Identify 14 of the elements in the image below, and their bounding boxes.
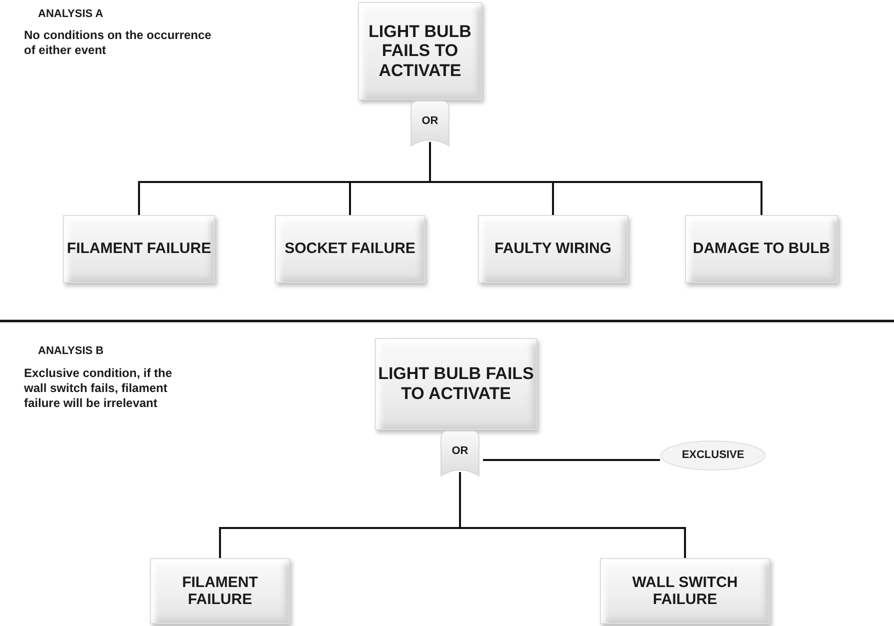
event-box: WALL SWITCH FAILURE (600, 558, 770, 624)
analysis-heading: ANALYSIS B (38, 345, 105, 359)
event-box: SOCKET FAILURE (275, 215, 425, 283)
analysis-heading: ANALYSIS A (38, 8, 104, 22)
event-box: DAMAGE TO BULB (685, 215, 838, 283)
analysis-note: Exclusive condition, if the wall switch fails, filament failure will be irrelevant (24, 366, 174, 411)
event-box: FILAMENT FAILURE (150, 558, 290, 624)
connector-line (483, 459, 660, 461)
analysis-note: No conditions on the occurrence of either event (24, 28, 212, 58)
event-box: FAULTY WIRING (478, 215, 628, 283)
condition-ellipse: EXCLUSIVE (660, 440, 766, 471)
event-box: FILAMENT FAILURE (63, 215, 215, 283)
event-box: LIGHT BULB FAILS TO ACTIVATE (358, 2, 482, 100)
event-box: LIGHT BULB FAILS TO ACTIVATE (375, 338, 537, 430)
